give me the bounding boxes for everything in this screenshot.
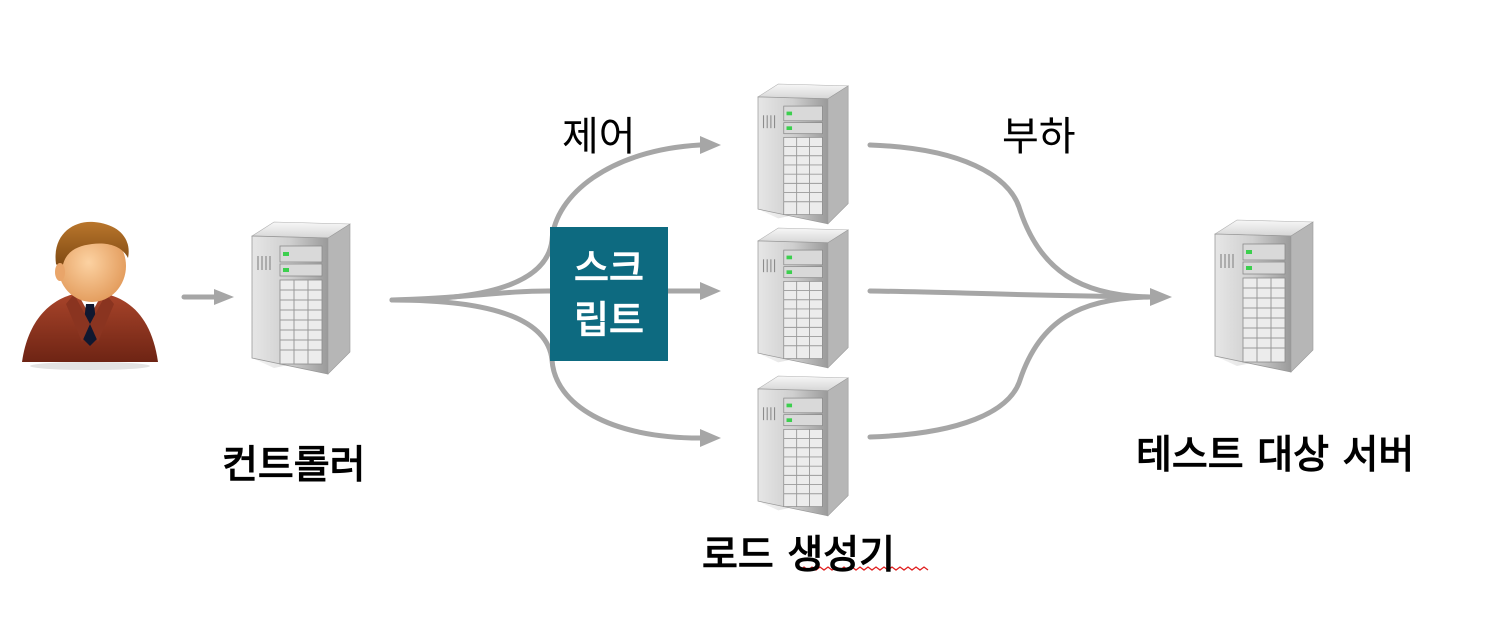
load-label: 부하 xyxy=(1002,114,1076,160)
arrow-load-top xyxy=(867,142,1153,300)
server-icon xyxy=(757,83,849,225)
arrowhead-gen-bottom xyxy=(700,429,721,447)
server-icon xyxy=(757,375,849,517)
target-server-label: 테스트 대상 서버 xyxy=(1136,433,1415,478)
control-label: 제어 xyxy=(562,114,636,160)
script-box: 스크 립트 xyxy=(550,227,668,361)
server-icon xyxy=(251,221,351,375)
load-generator-label: 로드 생성기 xyxy=(702,533,895,578)
server-icon xyxy=(1214,219,1314,373)
spellcheck-underline xyxy=(799,566,929,571)
arrow-load-middle xyxy=(867,288,1153,300)
arrowhead-target xyxy=(1150,288,1172,306)
arrowhead-controller xyxy=(214,289,234,305)
controller-label: 컨트롤러 xyxy=(222,443,366,488)
script-box-line1: 스크 xyxy=(574,246,644,290)
server-icon xyxy=(757,227,849,369)
arrowhead-gen-middle xyxy=(700,282,721,300)
arrow-load-bottom xyxy=(867,294,1153,440)
arrowhead-gen-top xyxy=(700,136,721,154)
script-box-line2: 립트 xyxy=(574,298,644,342)
user-icon xyxy=(22,221,158,370)
